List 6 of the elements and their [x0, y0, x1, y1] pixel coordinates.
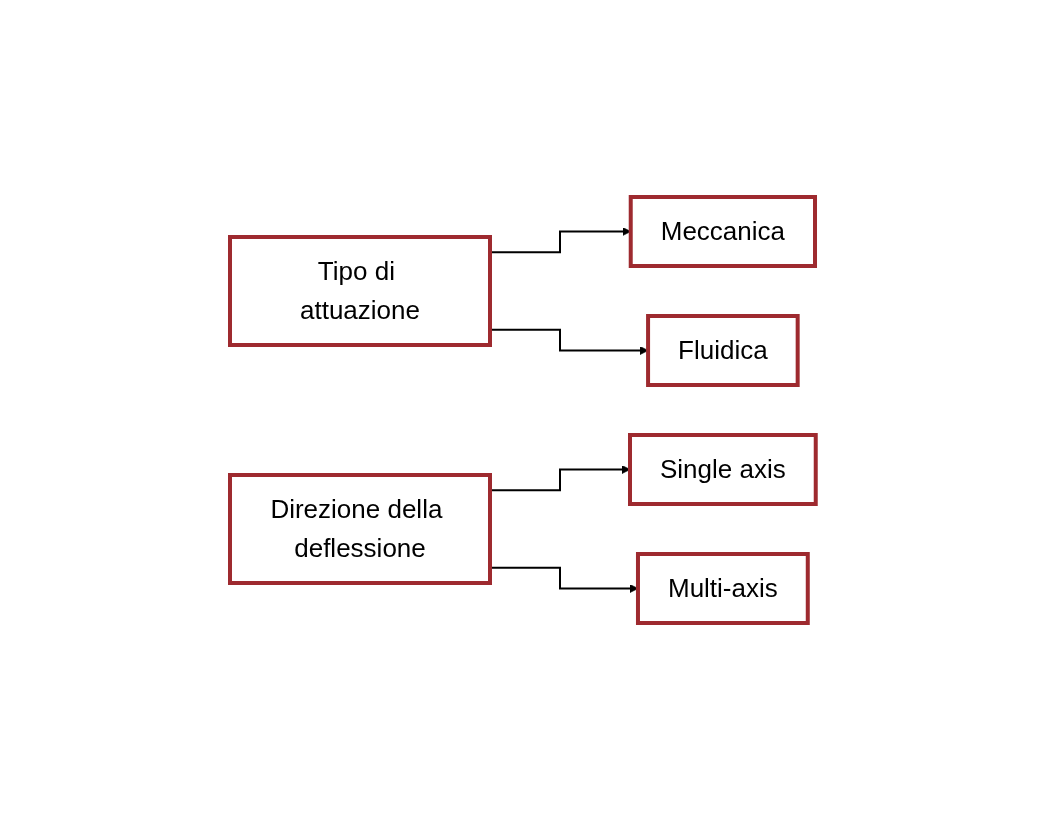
- node-box: Single axis: [628, 432, 818, 506]
- node-box: Direzione della deflessione: [228, 472, 493, 585]
- node-box: Multi-axis: [636, 551, 810, 625]
- node-box: Fluidica: [646, 313, 800, 387]
- node-box: Tipo di attuazione: [228, 234, 493, 347]
- node-box: Meccanica: [628, 194, 818, 268]
